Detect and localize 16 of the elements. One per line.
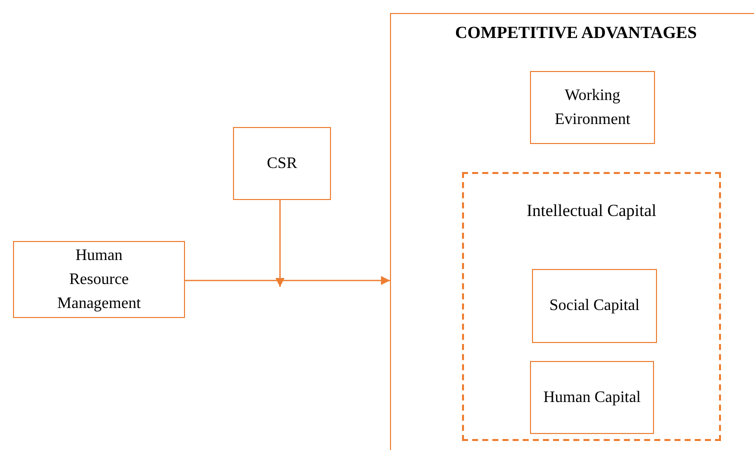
arrow — [275, 200, 285, 287]
group-panel — [390, 13, 754, 450]
process-box — [233, 127, 331, 200]
process-box — [530, 361, 654, 434]
box-label: Working Evironment — [554, 86, 632, 130]
process-box — [532, 269, 657, 343]
group-label: Intellectual Capital — [526, 200, 658, 222]
box-label: Human Capital — [543, 388, 641, 408]
process-box — [530, 71, 655, 144]
box-label: CSR — [266, 154, 298, 174]
arrow — [185, 276, 390, 286]
process-box — [13, 241, 185, 318]
group-box — [462, 172, 721, 441]
box-label: Social Capital — [549, 296, 640, 316]
box-label: Human Resource Management — [56, 246, 142, 314]
panel-heading: COMPETITIVE ADVANTAGES — [454, 22, 698, 44]
